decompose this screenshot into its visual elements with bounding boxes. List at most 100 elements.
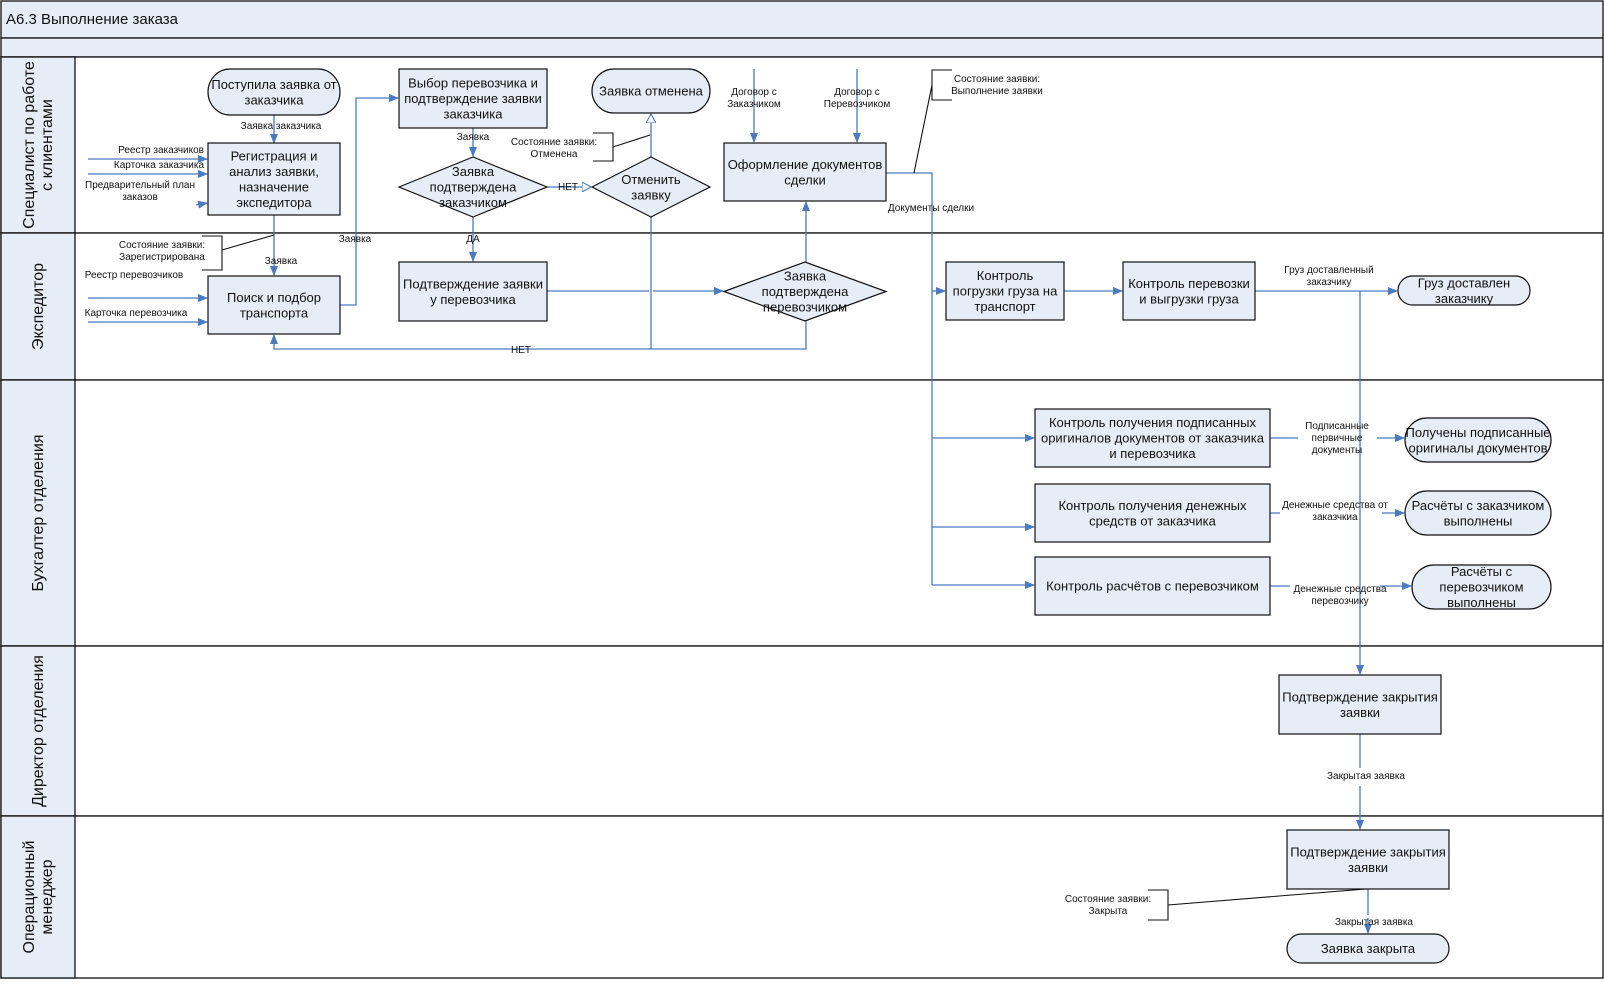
request-cancelled[interactable]: Заявка отменена [591,68,711,114]
connector-no-back-to-search [270,321,807,350]
process-shape[interactable] [1034,556,1271,616]
node-label: Заявка закрыта [1321,941,1416,956]
request-closed[interactable]: Заявка закрыта [1286,933,1450,964]
note-registered: Состояние заявки:Зарегистрирована [119,234,275,271]
lane-title: Экспедитор [30,263,47,350]
lbl-customer-request: Заявка заказчика [241,121,322,132]
note-leader [221,234,275,251]
terminal-shape[interactable] [207,68,341,116]
lane-accountant: Бухгалтер отделения [0,379,1604,647]
terminal-shape[interactable] [1397,275,1531,306]
terminal-shape[interactable] [1286,933,1450,964]
note-bracket [202,235,223,271]
connector-deal-docs-trunk [886,172,933,585]
process-shape[interactable] [1034,483,1271,543]
process-shape[interactable] [1286,829,1450,890]
note-text: Состояние заявки:Зарегистрирована [119,240,205,263]
process-shape[interactable] [1034,408,1271,468]
lbl-request-1: Заявка [265,256,298,267]
decision-shape[interactable] [590,156,712,218]
process-shape[interactable] [207,275,341,335]
node-label: Контроль расчётов с перевозчиком [1046,579,1259,594]
lbl-request-2: Заявка [339,234,372,245]
diagram-title: А6.3 Выполнение заказа [6,11,179,28]
lane-header [0,815,76,979]
lbl-yes: ДА [466,234,480,245]
title-bar [0,0,1604,39]
terminal-shape[interactable] [1411,564,1552,610]
lbl-customer-card: Карточка заказчика [114,160,205,171]
lbl-closed-request-1: Закрытая заявка [1327,771,1405,782]
connector-search-to-select [340,94,399,306]
note-text: Состояние заявки:Выполнение заявки [951,74,1043,97]
carrier-settlement-control[interactable]: Контроль расчётов с перевозчиком [1034,556,1271,616]
lane-header [0,379,76,647]
process-shape[interactable] [398,68,548,129]
note-cancelled: Состояние заявки:Отменена [511,132,651,162]
terminal-shape[interactable] [1404,490,1552,536]
process-shape[interactable] [1122,261,1256,321]
process-shape[interactable] [723,142,887,202]
lane-title: Директор отделения [30,655,47,807]
note-text: Состояние заявки:Отменена [511,137,597,160]
process-shape[interactable] [945,261,1065,321]
note-closed: Состояние заявки:Закрыта [1065,888,1367,921]
lbl-no-1: НЕТ [558,182,578,193]
lbl-closed-request-2: Закрытая заявка [1335,917,1413,928]
terminal-shape[interactable] [591,68,711,114]
lbl-customer-registry: Реестр заказчиков [118,145,204,156]
lbl-carrier-card: Карточка перевозчика [85,308,188,319]
note-text: Состояние заявки:Закрыта [1065,894,1151,917]
lbl-request-3: Заявка [457,132,490,143]
process-shape[interactable] [1278,674,1442,735]
process-shape[interactable] [398,261,548,322]
terminal-shape[interactable] [1404,417,1552,463]
lbl-deal-docs: Документы сделки [888,203,974,214]
decision-shape[interactable] [397,156,549,218]
lane-title: Бухгалтер отделения [30,435,47,592]
lane-title: Специалист по работес клиентами [21,61,56,229]
decision-shape[interactable] [722,261,888,322]
process-shape[interactable] [207,142,341,216]
